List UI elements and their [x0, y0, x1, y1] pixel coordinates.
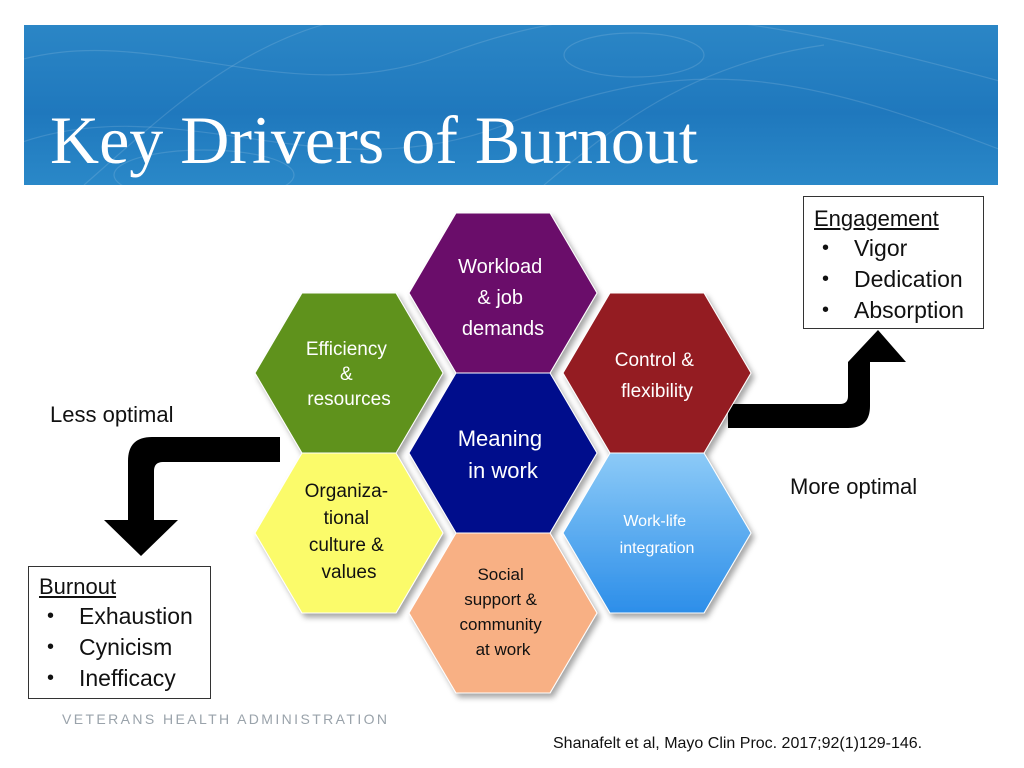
burnout-title: Burnout — [39, 574, 117, 599]
engagement-list: Vigor Dedication Absorption — [814, 233, 983, 326]
hex-culture-line-1: Organiza- — [305, 481, 388, 502]
burnout-item-exhaustion: Exhaustion — [39, 601, 210, 632]
hex-social-line-3: community — [460, 615, 543, 634]
hex-culture-line-3: culture & — [309, 535, 384, 556]
hex-workload-line-1: Workload — [458, 256, 542, 278]
engagement-item-absorption: Absorption — [814, 295, 983, 326]
hex-social-line-1: Social — [477, 565, 523, 584]
hex-workload-line-3: demands — [462, 318, 544, 340]
hex-meaning: Meaning in work — [408, 372, 598, 534]
hex-control-line-2: flexibility — [621, 381, 693, 402]
more-optimal-arrow — [725, 325, 913, 431]
hex-meaning-line-1: Meaning — [458, 426, 542, 451]
svg-text:Efficiency & r: Efficiency & resources — [306, 339, 392, 410]
burnout-list: Exhaustion Cynicism Inefficacy — [39, 601, 210, 694]
hex-worklife: Work-life integration — [562, 452, 752, 614]
burnout-item-inefficacy: Inefficacy — [39, 663, 210, 694]
svg-text:Control & flexibility: Control & flexibility — [615, 350, 699, 402]
hex-workload-line-2: & job — [477, 287, 523, 309]
hex-worklife-line-2: integration — [620, 540, 695, 557]
engagement-item-vigor: Vigor — [814, 233, 983, 264]
svg-text:Social support &: Social support & community at work — [460, 565, 547, 659]
hex-culture-line-4: values — [322, 562, 377, 583]
hex-efficiency-line-2: & — [340, 364, 353, 385]
hex-efficiency: Efficiency & resources — [254, 292, 444, 454]
svg-text:Meaning in work: Meaning in work — [458, 426, 549, 483]
hex-culture-line-2: tional — [324, 508, 369, 529]
hex-worklife-line-1: Work-life — [623, 513, 686, 530]
banner-texture — [24, 25, 998, 185]
hex-social-line-2: support & — [464, 590, 537, 609]
hex-efficiency-line-1: Efficiency — [306, 339, 387, 360]
hex-culture: Organiza- tional culture & values — [254, 452, 444, 614]
engagement-box: Engagement Vigor Dedication Absorption — [803, 196, 984, 329]
citation: Shanafelt et al, Mayo Clin Proc. 2017;92… — [553, 735, 923, 752]
hex-social: Social support & community at work — [408, 532, 598, 694]
hex-control: Control & flexibility — [562, 292, 752, 454]
hexagon-group: Workload & job demands Efficiency & reso… — [254, 212, 752, 694]
engagement-title: Engagement — [814, 206, 939, 231]
svg-text:Organiza- tional: Organiza- tional culture & values — [305, 481, 394, 583]
less-optimal-label: Less optimal — [50, 402, 174, 427]
engagement-item-dedication: Dedication — [814, 264, 983, 295]
svg-text:Workload & job: Workload & job demands — [458, 256, 548, 340]
more-optimal-label: More optimal — [790, 474, 918, 499]
less-optimal-arrow — [96, 434, 283, 561]
footer-organization: VETERANS HEALTH ADMINISTRATION — [62, 711, 390, 727]
hex-control-line-1: Control & — [615, 350, 695, 371]
svg-text:Work-life integration: Work-life integration — [620, 513, 695, 557]
slide-title: Key Drivers of Burnout — [50, 102, 698, 178]
hex-efficiency-line-3: resources — [307, 389, 390, 410]
burnout-box: Burnout Exhaustion Cynicism Inefficacy — [28, 566, 211, 699]
burnout-item-cynicism: Cynicism — [39, 632, 210, 663]
header-banner — [24, 25, 998, 185]
hex-workload: Workload & job demands — [408, 212, 598, 374]
hex-meaning-line-2: in work — [468, 458, 539, 483]
hex-social-line-4: at work — [476, 640, 531, 659]
